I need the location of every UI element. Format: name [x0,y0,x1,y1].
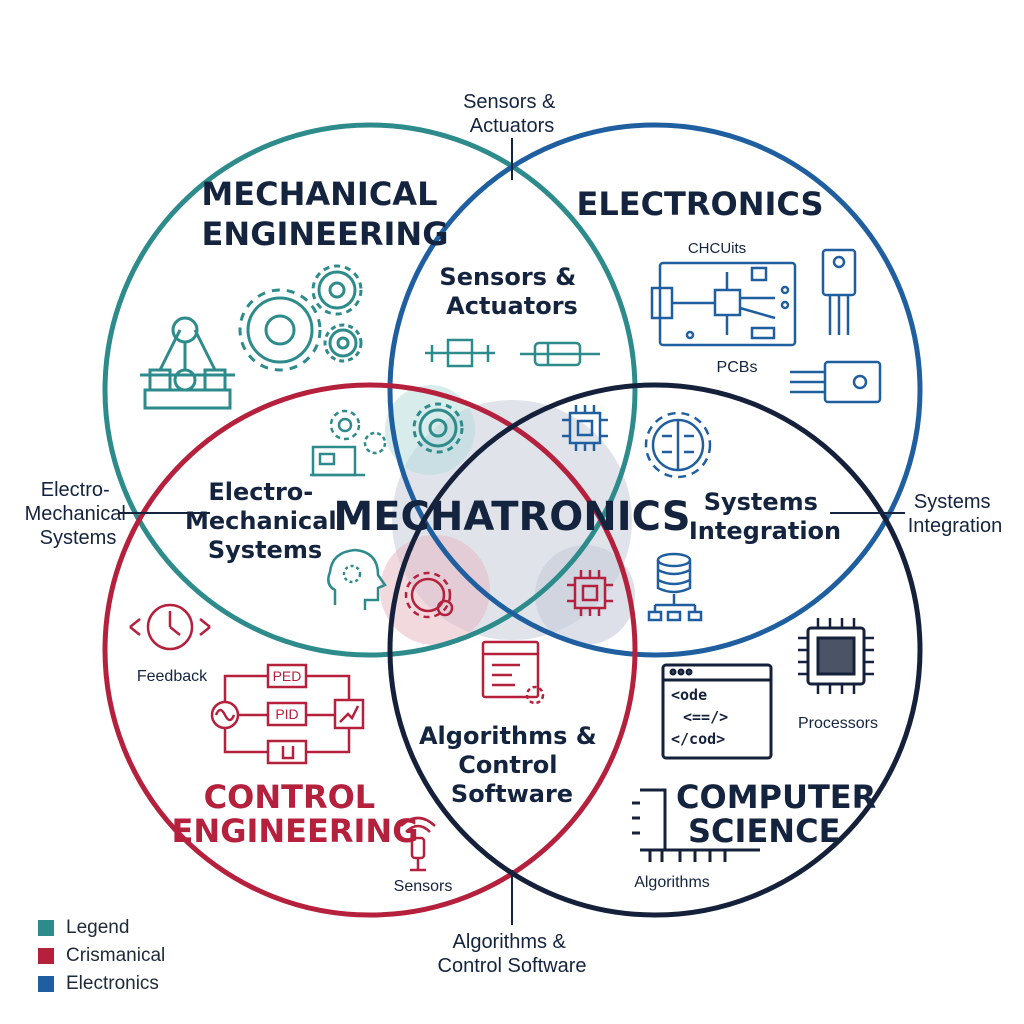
pcbs-label: PCBs [717,359,758,376]
control-chip-icon [567,570,613,616]
legend-item: Legend [38,914,165,942]
legend-label: Legend [66,917,130,938]
machine-arm-icon [140,316,235,410]
circle-control [102,382,638,918]
legend-swatch [38,976,54,992]
processors-label: Processors [798,715,878,732]
transistor-icon [821,248,857,335]
gear-machine-icon [310,409,387,477]
actuator-cylinder-icon [520,341,600,367]
code-line-2: <==/> [683,708,728,726]
microchip-icon [562,405,608,451]
title-electronics: ELECTRONICS [576,185,823,223]
circuits-label: CHCUits [688,240,746,257]
callout-bottom: Algorithms & Control Software [438,931,587,977]
gear-brain-icon [644,411,712,479]
code-editor-icon [661,663,773,760]
intersection-electro-mechanical: Electro- Mechanical Systems [185,478,345,564]
control-gear-icon [404,571,454,619]
sensor-icon [400,816,436,872]
title-computer: COMPUTER SCIENCE [676,778,887,850]
intersection-systems-integration: Systems Integration [689,488,841,545]
feedback-label: Feedback [137,668,208,685]
cs-chip-icon [632,788,760,862]
circle-computer [387,382,923,918]
legend-item: Electronics [38,970,165,998]
pid-top-label: PED [273,668,302,684]
title-mechanical: MECHANICAL ENGINEERING [201,175,448,253]
circle-mechanical [102,122,638,658]
callout-right: Systems Integration [908,491,1003,537]
intersection-algorithms-control: Algorithms & Control Software [419,722,605,808]
callout-left: Electro- Mechanical Systems [25,479,132,549]
center-gear-icon [412,402,464,454]
title-center: MECHATRONICS [333,494,690,540]
sensor-connector-icon [425,338,495,368]
title-control: CONTROL ENGINEERING [172,778,419,850]
pid-mid-label: PID [275,706,298,722]
database-network-icon [647,552,703,622]
legend-swatch [38,920,54,936]
pid-loop-icon [210,663,365,765]
legend-label: Crismanical [66,945,166,966]
sensors-label: Sensors [394,878,453,895]
legend-label: Electronics [66,973,159,994]
code-line-1: <ode [671,686,707,704]
legend: Legend Crismanical Electronics [38,914,165,998]
circuit-board-icon [650,261,797,347]
regulator-icon [790,360,882,404]
legend-swatch [38,948,54,964]
algorithms-label: Algorithms [634,874,710,891]
intersection-sensors-actuators: Sensors & Actuators [439,263,584,320]
code-line-3: </cod> [671,730,725,748]
processor-icon [798,618,874,694]
feedback-clock-icon [129,603,211,651]
code-window-icon [481,640,545,705]
gears-icon [238,264,363,372]
circle-electronics [387,122,923,658]
legend-item: Crismanical [38,942,165,970]
head-gear-icon [327,548,387,610]
callout-top: Sensors & Actuators [463,91,561,137]
